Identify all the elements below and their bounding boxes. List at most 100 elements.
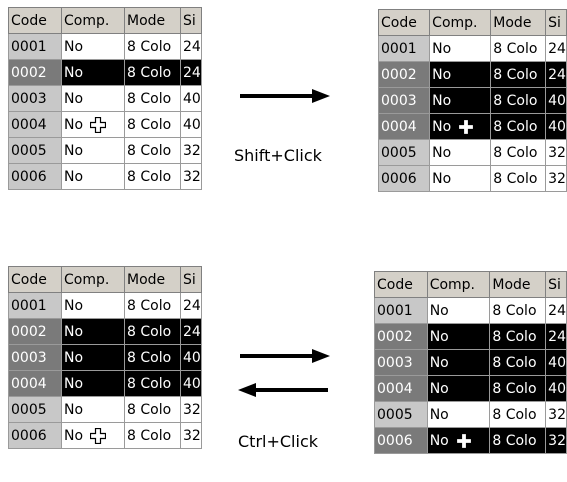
- size-cell: 32: [545, 165, 567, 192]
- column-header-code[interactable]: Code: [8, 7, 62, 34]
- comp-value: No: [64, 323, 84, 340]
- code-cell: 0003: [8, 344, 62, 371]
- comp-value: No: [429, 380, 449, 397]
- comp-value: No: [429, 328, 449, 345]
- comp-value: No: [64, 349, 84, 366]
- comp-value: No: [64, 116, 84, 133]
- column-header-size[interactable]: Si: [180, 7, 202, 34]
- comp-value: No: [432, 40, 452, 57]
- move-cursor-icon: [90, 117, 106, 133]
- column-header-code[interactable]: Code: [374, 271, 428, 298]
- comp-value: No: [64, 64, 84, 81]
- comp-cell: No: [61, 137, 125, 164]
- mode-cell: 8 Colo: [490, 61, 547, 88]
- column-header-comp[interactable]: Comp.: [429, 9, 492, 36]
- comp-cell: No: [426, 349, 491, 376]
- size-cell: 40: [180, 370, 202, 397]
- comp-value: No: [64, 297, 84, 314]
- comp-cell: No: [61, 370, 125, 397]
- code-cell: 0003: [377, 87, 431, 114]
- code-cell: 0006: [374, 427, 428, 454]
- size-cell: 40: [180, 344, 202, 371]
- code-cell: 0001: [377, 35, 431, 62]
- mode-cell: 8 Colo: [124, 292, 181, 319]
- size-cell: 24: [180, 59, 202, 86]
- size-cell: 40: [545, 375, 567, 402]
- comp-cell: No: [426, 297, 491, 324]
- code-cell: 0005: [374, 401, 428, 428]
- size-cell: 32: [180, 163, 202, 190]
- code-cell: 0001: [8, 292, 62, 319]
- comp-cell: No: [429, 35, 492, 62]
- mode-cell: 8 Colo: [124, 111, 181, 138]
- comp-cell: No: [61, 59, 125, 86]
- comp-value: No: [429, 406, 449, 423]
- comp-value: No: [64, 38, 84, 55]
- code-cell: 0003: [374, 349, 428, 376]
- shift-click-label: Shift+Click: [234, 146, 322, 165]
- column-header-size[interactable]: Si: [180, 266, 202, 293]
- comp-value: No: [432, 144, 452, 161]
- column-header-mode[interactable]: Mode: [124, 266, 181, 293]
- column-header-comp[interactable]: Comp.: [426, 271, 491, 298]
- column-header-size[interactable]: Si: [545, 9, 567, 36]
- comp-value: No: [429, 432, 449, 449]
- size-cell: 40: [545, 87, 567, 114]
- move-cursor-icon: [458, 119, 475, 135]
- size-cell: 24: [545, 35, 567, 62]
- code-cell: 0004: [8, 370, 62, 397]
- code-cell: 0004: [8, 111, 62, 138]
- code-cell: 0002: [374, 323, 428, 350]
- size-cell: 32: [180, 396, 202, 423]
- comp-value: No: [64, 142, 84, 159]
- code-cell: 0006: [8, 422, 62, 449]
- size-cell: 32: [545, 139, 567, 166]
- column-header-size[interactable]: Si: [545, 271, 567, 298]
- comp-cell: No: [61, 111, 125, 138]
- comp-cell: No: [61, 318, 125, 345]
- comp-value: No: [432, 170, 452, 187]
- comp-value: No: [64, 90, 84, 107]
- right-arrow-icon: [240, 349, 330, 363]
- column-header-code[interactable]: Code: [377, 9, 431, 36]
- column-header-mode[interactable]: Mode: [124, 7, 181, 34]
- column-header-comp[interactable]: Comp.: [61, 7, 125, 34]
- comp-cell: No: [61, 344, 125, 371]
- column-header-mode[interactable]: Mode: [489, 271, 547, 298]
- size-cell: 24: [180, 33, 202, 60]
- comp-cell: No: [429, 165, 492, 192]
- mode-cell: 8 Colo: [489, 297, 547, 324]
- column-header-mode[interactable]: Mode: [490, 9, 547, 36]
- column-header-code[interactable]: Code: [8, 266, 62, 293]
- comp-cell: No: [61, 163, 125, 190]
- column-header-comp[interactable]: Comp.: [61, 266, 125, 293]
- move-cursor-icon: [90, 428, 106, 444]
- size-cell: 32: [180, 137, 202, 164]
